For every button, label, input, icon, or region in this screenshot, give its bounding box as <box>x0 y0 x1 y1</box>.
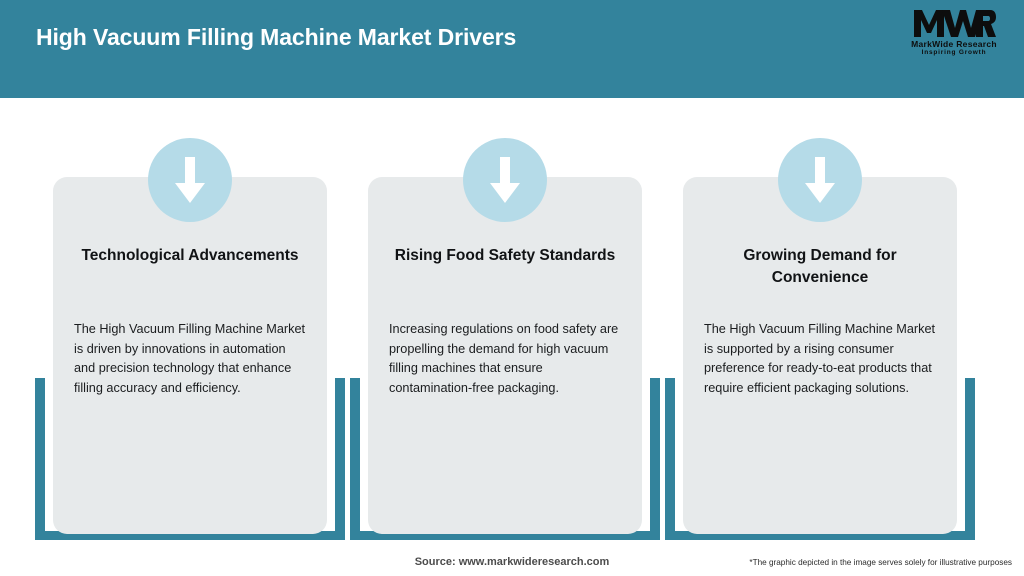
down-arrow-glyph <box>175 157 205 203</box>
card-frame-bottom-rail <box>665 531 975 540</box>
illustrative-disclaimer: *The graphic depicted in the image serve… <box>749 558 1012 567</box>
card-frame-right-rail <box>650 378 660 540</box>
card-frame-bottom-rail <box>350 531 660 540</box>
card-body-text: Increasing regulations on food safety ar… <box>389 322 619 395</box>
logo-company-name: MarkWide Research <box>911 39 997 49</box>
page-title: High Vacuum Filling Machine Market Drive… <box>36 24 517 50</box>
logo-tagline: Inspiring Growth <box>921 49 987 56</box>
brand-logo: MarkWide Research Inspiring Growth <box>902 8 1006 62</box>
card-panel: Technological Advancements The High Vacu… <box>53 177 327 534</box>
card-panel: Growing Demand for Convenience The High … <box>683 177 957 534</box>
down-arrow-glyph <box>490 157 520 203</box>
driver-card-2: Rising Food Safety Standards Increasing … <box>350 98 660 543</box>
card-panel: Rising Food Safety Standards Increasing … <box>368 177 642 534</box>
card-title: Technological Advancements <box>81 247 299 264</box>
card-frame-left-rail <box>350 378 360 540</box>
driver-card-1: Technological Advancements The High Vacu… <box>35 98 345 543</box>
driver-card-3: Growing Demand for Convenience The High … <box>665 98 975 543</box>
source-attribution: Source: www.markwideresearch.com <box>414 556 610 568</box>
down-arrow-icon <box>778 138 862 222</box>
card-body-text: The High Vacuum Filling Machine Market i… <box>704 322 936 395</box>
card-title: Rising Food Safety Standards <box>394 247 616 264</box>
card-frame-right-rail <box>335 378 345 540</box>
card-frame-right-rail <box>965 378 975 540</box>
down-arrow-icon <box>148 138 232 222</box>
down-arrow-glyph <box>805 157 835 203</box>
card-title: Growing Demand for Convenience <box>743 247 897 286</box>
down-arrow-icon <box>463 138 547 222</box>
card-frame-left-rail <box>665 378 675 540</box>
card-frame-left-rail <box>35 378 45 540</box>
header-band: High Vacuum Filling Machine Market Drive… <box>0 0 1024 98</box>
card-frame-bottom-rail <box>35 531 345 540</box>
drivers-card-row: Technological Advancements The High Vacu… <box>0 98 1024 543</box>
mwr-logo-icon <box>914 10 996 37</box>
card-body-text: The High Vacuum Filling Machine Market i… <box>74 322 306 395</box>
